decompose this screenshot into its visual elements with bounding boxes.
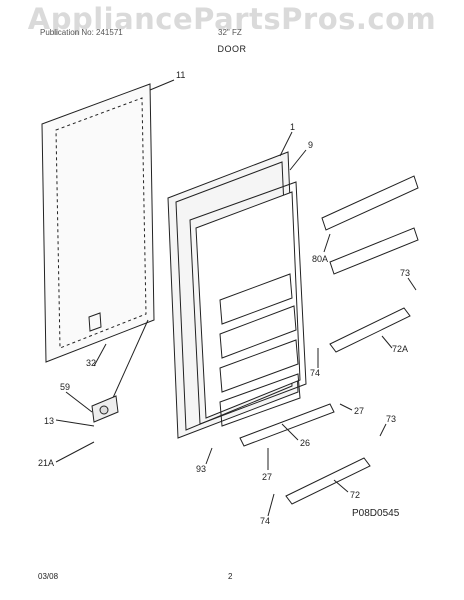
callout-59: 59	[60, 382, 70, 392]
callout-labels: 1 9 11 80A 73 72A 74 32 59 13 21A 27 26 …	[38, 70, 410, 526]
hinge-detail[interactable]	[91, 319, 149, 423]
door-shelves[interactable]	[219, 273, 301, 427]
callout-1: 1	[290, 122, 295, 132]
callout-13: 13	[44, 416, 54, 426]
callout-11: 11	[176, 70, 185, 80]
inner-door-panel[interactable]	[41, 83, 155, 363]
callout-80a: 80A	[312, 254, 328, 264]
callout-27-bottom: 27	[262, 472, 272, 482]
callout-32: 32	[86, 358, 96, 368]
callout-73-bottom: 73	[386, 414, 396, 424]
section-title: DOOR	[217, 44, 247, 54]
callout-27-right: 27	[354, 406, 364, 416]
callout-72a: 72A	[392, 344, 408, 354]
callout-73-top: 73	[400, 268, 410, 278]
model-label: 32" FZ	[218, 28, 242, 37]
site-watermark: AppliancePartsPros.com	[27, 2, 437, 36]
footer-date: 03/08	[38, 572, 59, 581]
callout-26: 26	[300, 438, 310, 448]
callout-21a: 21A	[38, 458, 54, 468]
callout-74-top: 74	[310, 368, 320, 378]
door-assembly[interactable]	[167, 151, 307, 439]
bins[interactable]	[321, 175, 419, 275]
bottom-trim[interactable]	[239, 403, 335, 447]
callout-74-bottom: 74	[260, 516, 270, 526]
callout-93: 93	[196, 464, 206, 474]
page-number: 2	[228, 572, 233, 581]
diagram-code: P08D0545	[352, 508, 400, 519]
wire-shelves[interactable]	[285, 307, 411, 505]
callout-72: 72	[350, 490, 360, 500]
publication-number: Publication No: 241571	[40, 28, 123, 37]
leader-lines	[55, 79, 417, 517]
callout-9: 9	[308, 140, 313, 150]
